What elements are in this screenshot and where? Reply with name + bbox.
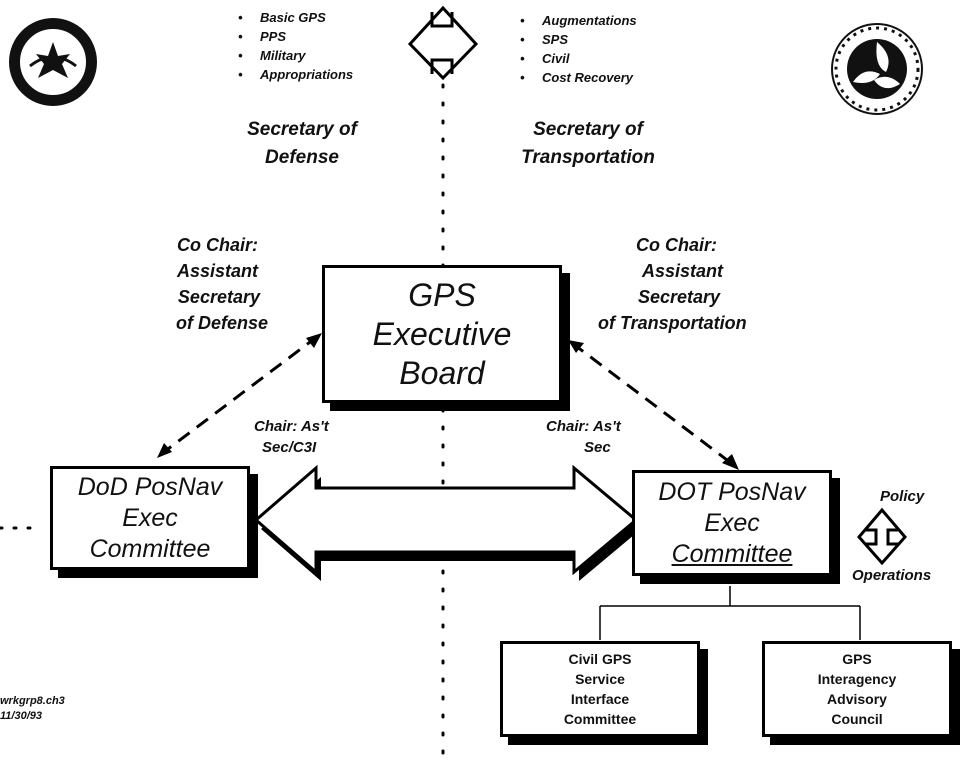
secretary-of-transportation: Secretary of Transportation [521,119,655,168]
policy-operations-diamond [857,507,907,566]
dod-responsibility-list: •Basic GPS •PPS •Military •Appropriation… [238,8,353,84]
arrowhead-dot-board-bottom [722,454,739,470]
secretary-of-defense: Secretary of Defense [247,119,357,168]
policy-diamond-top [407,5,479,81]
dot-posnav-committee: DOT PosNav Exec Committee [632,470,832,576]
cochair-transportation: Co Chair: Assistant Secretary of Transpo… [598,235,747,333]
arrowhead-dod-board-top [306,333,322,348]
dashed-arrow-dod-board [159,334,319,457]
list-item: •Civil [520,51,570,66]
gps-executive-board: GPS Executive Board [322,265,562,403]
list-item: •Appropriations [238,67,354,82]
dod-posnav-committee: DoD PosNav Exec Committee [50,466,250,570]
chair-dod: Chair: As't Sec/C3I [254,418,329,456]
dod-seal [8,16,98,108]
cochair-defense: Co Chair: Assistant Secretary of Defense [175,235,268,333]
list-item: •Augmentations [520,13,637,28]
list-item: •PPS [238,29,287,44]
file-info: wrkgrp8.ch3 11/30/93 [0,695,65,722]
policy-label: Policy [880,488,925,505]
list-item: •Basic GPS [238,10,326,25]
civil-gps-committee: Civil GPS Service Interface Committee [500,641,700,737]
arrowhead-dot-board-top [568,340,584,353]
dashed-arrow-dot-board [571,341,736,468]
list-item: •Cost Recovery [520,70,634,85]
operations-label: Operations [852,567,932,584]
list-item: •SPS [520,32,569,47]
arrowhead-dod-board-bottom [157,443,172,458]
dot-seal [828,22,926,116]
gps-advisory-council: GPS Interagency Advisory Council [762,641,952,737]
dot-responsibility-list: •Augmentations •SPS •Civil •Cost Recover… [520,11,637,87]
list-item: •Military [238,48,306,63]
chair-dot: Chair: As't Sec [546,418,621,456]
